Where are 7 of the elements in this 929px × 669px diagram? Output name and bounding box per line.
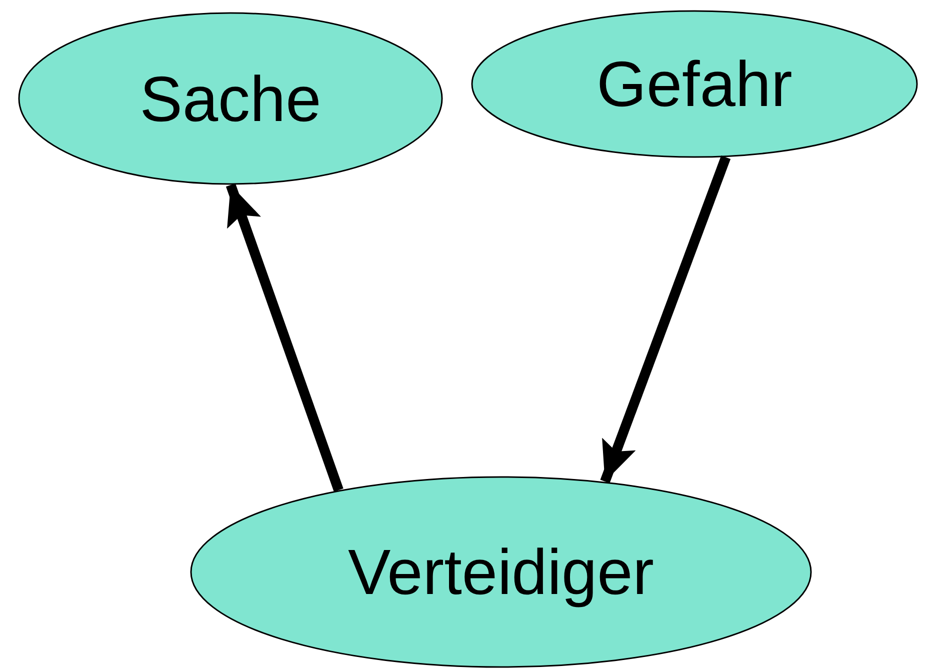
ellipse-node bbox=[18, 12, 443, 185]
ellipse-node bbox=[471, 10, 918, 158]
arrow bbox=[226, 183, 344, 492]
arrow bbox=[600, 156, 731, 484]
ellipse-node bbox=[190, 476, 812, 668]
node-label: Sache bbox=[140, 66, 322, 130]
node-label: Gefahr bbox=[596, 52, 792, 116]
